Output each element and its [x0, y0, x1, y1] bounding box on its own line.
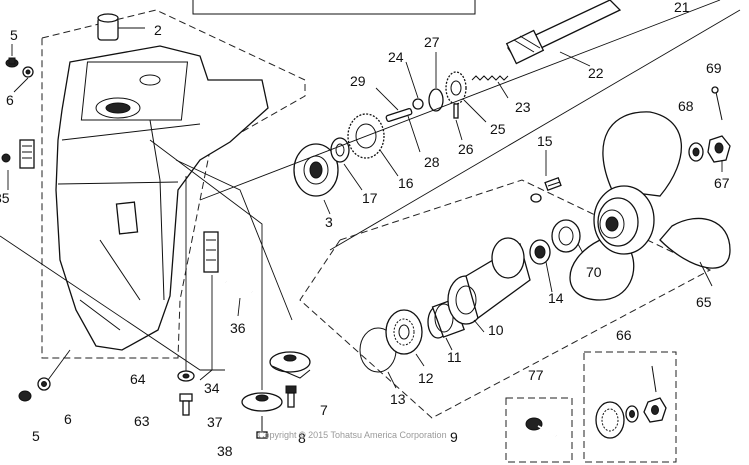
- part-3-bearing: [293, 143, 339, 215]
- part-26-key: [453, 103, 463, 141]
- callout-15: 15: [537, 133, 553, 149]
- part-29-pin: [385, 107, 421, 153]
- callout-67: 67: [714, 175, 730, 191]
- callout-5-top: 5: [10, 27, 18, 43]
- callout-77: 77: [528, 367, 544, 383]
- leader-21-axis: [199, 0, 721, 201]
- part-64-washer: [177, 370, 195, 382]
- part-24-ball: [405, 61, 424, 110]
- callout-14: 14: [548, 290, 564, 306]
- propshaft-dashed-group: [299, 179, 712, 419]
- leader-29: [375, 87, 399, 111]
- part-22-drive-shaft: [505, 0, 622, 67]
- callout-66: 66: [616, 327, 632, 343]
- leader-7: [175, 159, 293, 321]
- part-37-cam: [241, 392, 283, 412]
- leader-35: [0, 235, 225, 371]
- leader-21-axis-2: [329, 9, 741, 251]
- part-65-propeller: [569, 111, 731, 301]
- callout-37: 37: [207, 414, 223, 430]
- part-63-bolt: [179, 393, 193, 416]
- callout-35: 35: [0, 190, 10, 206]
- callout-24: 24: [388, 49, 404, 65]
- part-77-dashed-box: [505, 397, 573, 463]
- callout-22: 22: [588, 65, 604, 81]
- callout-6-top: 6: [6, 92, 14, 108]
- part-77-bolt: [525, 417, 557, 437]
- callout-29: 29: [350, 73, 366, 89]
- callout-36: 36: [230, 320, 246, 336]
- callout-25: 25: [490, 121, 506, 137]
- callout-21: 21: [674, 0, 690, 15]
- callout-34: 34: [204, 380, 220, 396]
- part-25-gear: [445, 71, 487, 123]
- part-66-nut-kit: [595, 365, 667, 439]
- gear-case-housing: [55, 45, 269, 351]
- part-67-nut: [707, 135, 731, 172]
- callout-2: 2: [154, 22, 162, 38]
- part-34-anode: [199, 231, 219, 381]
- part-7-trim-tab: [269, 351, 311, 379]
- part-27-circlip: [428, 52, 444, 112]
- callout-7: 7: [320, 402, 328, 418]
- part-2-sleeve: [97, 13, 145, 41]
- watermark-copyright: Copyright © 2015 Tohatsu America Corpora…: [258, 430, 447, 440]
- callout-6-bottom: 6: [64, 411, 72, 427]
- callout-70: 70: [586, 264, 602, 280]
- part-38-screw: [256, 416, 268, 439]
- callout-10: 10: [488, 322, 504, 338]
- callout-9: 9: [450, 429, 458, 445]
- callout-27: 27: [424, 34, 440, 50]
- part-66-dashed-box: [583, 351, 677, 463]
- part-14-oil-seal: [529, 239, 553, 293]
- callout-38: 38: [217, 443, 233, 459]
- part-5-6-screw-bottom: [18, 377, 51, 402]
- part-8-bolt: [285, 385, 297, 408]
- part-15-bolt: [530, 150, 562, 203]
- callout-5-bottom: 5: [32, 428, 40, 444]
- callout-23: 23: [515, 99, 531, 115]
- callout-64: 64: [130, 371, 146, 387]
- callout-11: 11: [447, 349, 462, 365]
- callout-3: 3: [325, 214, 333, 230]
- callout-8: 8: [298, 430, 306, 446]
- callout-68: 68: [678, 98, 694, 114]
- part-12-bearing: [385, 309, 425, 367]
- part-36-screw: [225, 281, 253, 317]
- callout-12: 12: [418, 370, 434, 386]
- upper-frame-box: [192, 0, 476, 15]
- callout-28: 28: [424, 154, 440, 170]
- callout-26: 26: [458, 141, 474, 157]
- part-69-cotter-pin: [711, 86, 723, 121]
- callout-13: 13: [390, 391, 406, 407]
- part-10-bearing-housing: [447, 237, 531, 333]
- callout-65: 65: [696, 294, 712, 310]
- leader-6: [47, 349, 71, 381]
- part-23-spring: [471, 75, 509, 99]
- leader-37: [149, 139, 263, 390]
- callout-63: 63: [134, 413, 150, 429]
- callout-16: 16: [398, 175, 414, 191]
- callout-17: 17: [362, 190, 378, 206]
- callout-69: 69: [706, 60, 722, 76]
- part-35-anode: [1, 139, 35, 190]
- part-5-6-screw-top: [5, 44, 34, 93]
- part-16-pinion-gear: [347, 113, 399, 177]
- part-68-washer: [688, 142, 704, 162]
